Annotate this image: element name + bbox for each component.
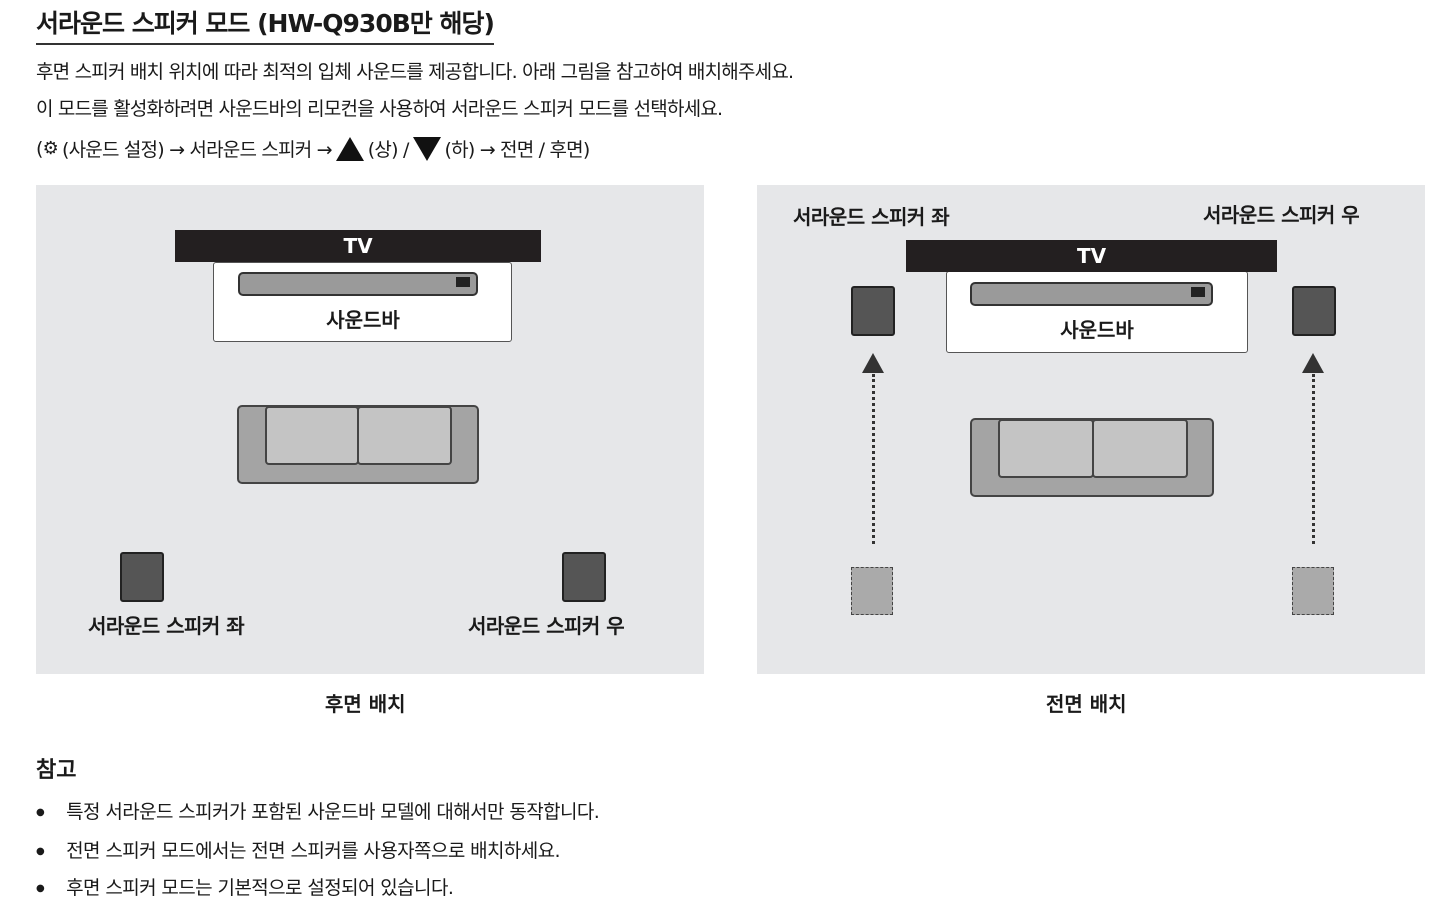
arrow-up-icon xyxy=(1302,353,1324,373)
section-title: 서라운드 스피커 모드 (HW-Q930B만 해당) xyxy=(36,4,495,45)
cushion xyxy=(357,406,452,465)
menu-path: (⚙ (사운드 설정) → 서라운드 스피커 → (상) / (하) → 전면 … xyxy=(36,135,591,162)
speaker-left-label: 서라운드 스피커 좌 xyxy=(793,205,950,229)
speaker-right-icon xyxy=(1292,286,1336,336)
cushion xyxy=(998,419,1094,478)
front-caption: 전면 배치 xyxy=(1046,692,1127,716)
intro-line-1: 후면 스피커 배치 위치에 따라 최적의 입체 사운드를 제공합니다. 아래 그… xyxy=(36,61,794,83)
arrow-up-icon xyxy=(862,353,884,373)
path-down: (하) → 전면 / 후면) xyxy=(444,139,591,161)
triangle-down-icon xyxy=(412,136,441,161)
tv: TV xyxy=(906,240,1277,272)
path-up: (상) / xyxy=(367,139,410,161)
note-heading: 참고 xyxy=(36,758,77,783)
soundbar-icon xyxy=(238,272,478,296)
speaker-left-icon xyxy=(120,552,164,602)
dotted-path xyxy=(872,374,875,544)
note-item: 후면 스피커 모드는 기본적으로 설정되어 있습니다. xyxy=(36,873,454,900)
intro-line-2: 이 모드를 활성화하려면 사운드바의 리모컨을 사용하여 서라운드 스피커 모드… xyxy=(36,98,723,120)
speaker-right-label: 서라운드 스피커 우 xyxy=(1203,203,1360,227)
soundbar-label: 사운드바 xyxy=(1060,318,1134,342)
dotted-path xyxy=(1312,374,1315,544)
note-item: 전면 스피커 모드에서는 전면 스피커를 사용자쪽으로 배치하세요. xyxy=(36,836,560,863)
speaker-right-label: 서라운드 스피커 우 xyxy=(468,614,625,638)
note-item: 특정 서라운드 스피커가 포함된 사운드바 모델에 대해서만 동작합니다. xyxy=(36,797,600,824)
tv: TV xyxy=(175,230,541,262)
speaker-original-position xyxy=(851,567,893,615)
paren: ( xyxy=(36,137,43,160)
speaker-left-label: 서라운드 스피커 좌 xyxy=(88,614,245,638)
gear-icon: ⚙ xyxy=(42,138,59,159)
triangle-up-icon xyxy=(335,136,364,161)
cushion xyxy=(265,406,359,465)
speaker-right-icon xyxy=(562,552,606,602)
soundbar-icon xyxy=(970,282,1213,306)
soundbar-label: 사운드바 xyxy=(326,308,400,332)
path-settings: (사운드 설정) → 서라운드 스피커 → xyxy=(61,139,333,161)
speaker-left-icon xyxy=(851,286,895,336)
speaker-original-position xyxy=(1292,567,1334,615)
cushion xyxy=(1092,419,1188,478)
rear-caption: 후면 배치 xyxy=(325,692,406,716)
